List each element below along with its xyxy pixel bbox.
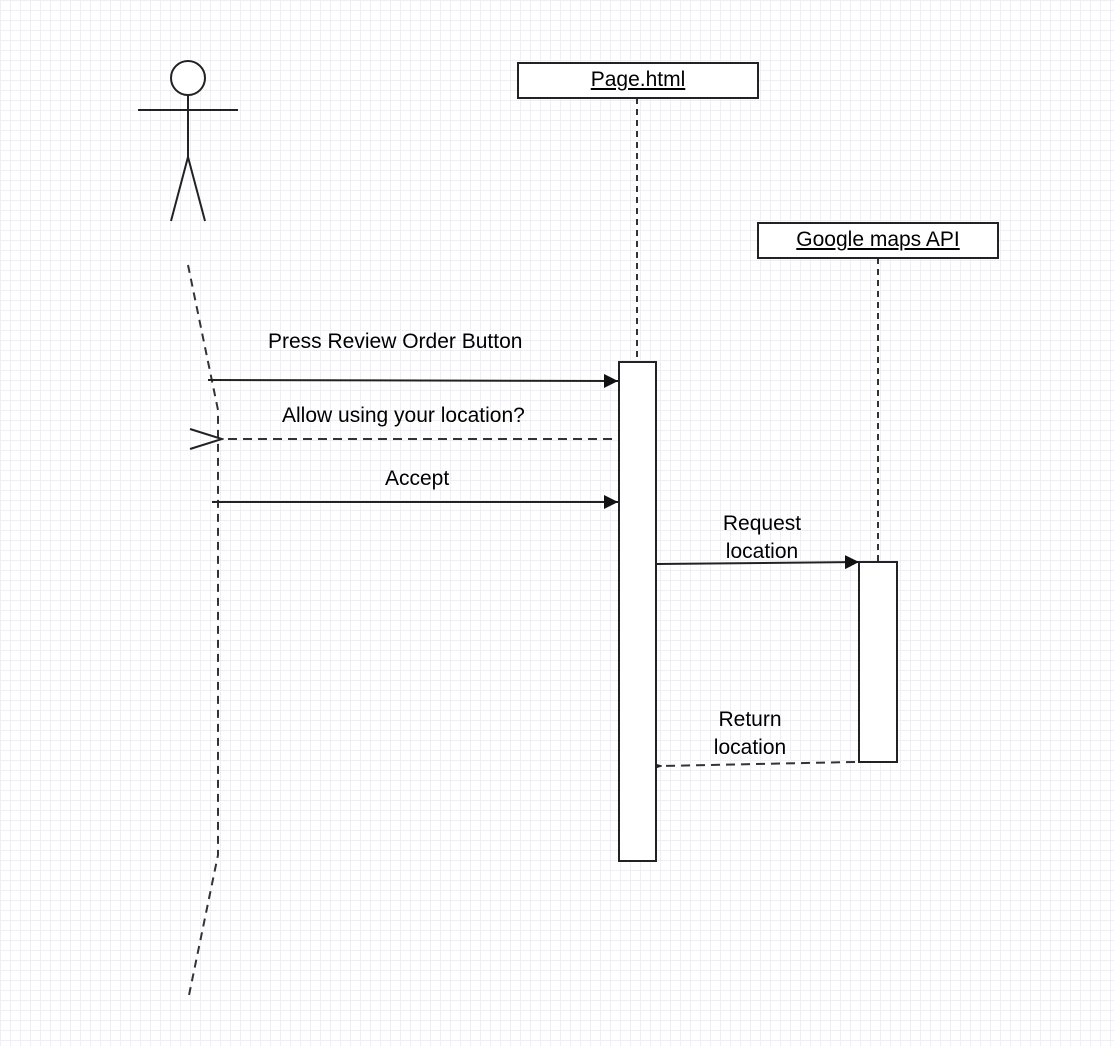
message-label-allow-location: Allow using your location?	[282, 404, 525, 427]
message-label-request-location: Request location	[700, 510, 824, 566]
message-label-line: location	[725, 540, 799, 563]
message-arrow-request-location	[656, 555, 860, 570]
message-arrow-press-review	[207, 373, 619, 388]
participant-maps: Google maps API	[757, 222, 999, 259]
message-label-accept: Accept	[385, 467, 450, 490]
message-label-line: Return	[718, 708, 782, 731]
page-activation-bar	[618, 361, 657, 862]
message-label-line: Request	[722, 512, 802, 535]
actor-figure	[138, 60, 238, 222]
participant-page: Page.html	[517, 62, 759, 99]
maps-activation-bar	[858, 561, 898, 763]
message-label-press-review: Press Review Order Button	[268, 330, 523, 353]
message-arrow-return-location	[660, 762, 856, 766]
message-label-return-location: Return location	[690, 706, 810, 762]
message-label-line: location	[713, 736, 787, 759]
actor-lifeline	[187, 264, 219, 1001]
